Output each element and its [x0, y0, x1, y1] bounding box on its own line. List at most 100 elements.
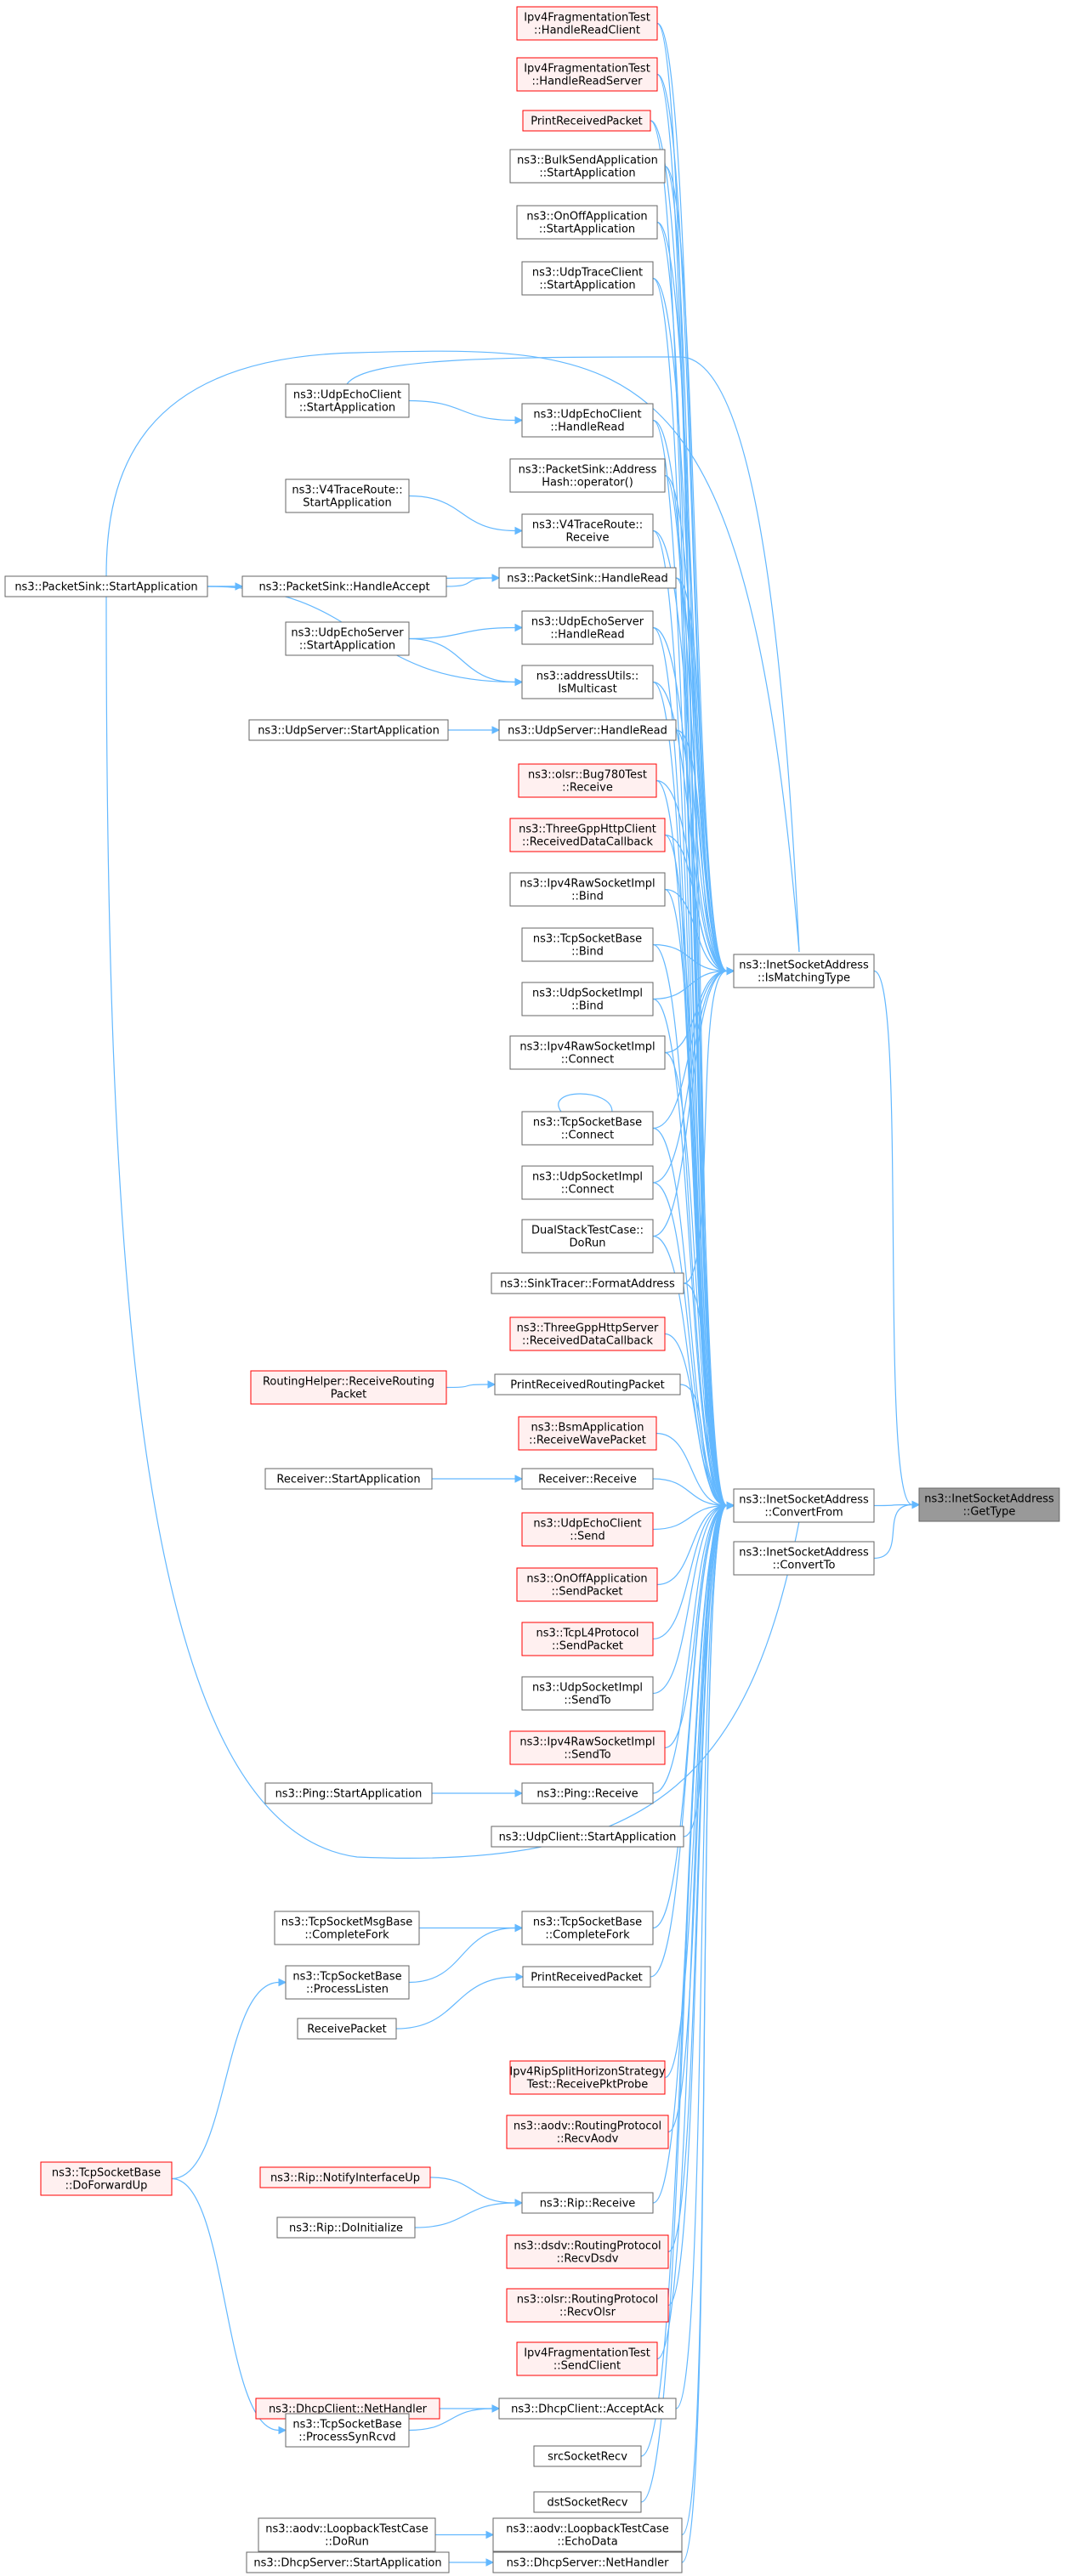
node-udpClientStart[interactable]: ns3::UdpClient::StartApplication — [491, 1826, 684, 1848]
node-bsmApp[interactable]: ns3::BsmApplication::ReceiveWavePacket — [518, 1416, 657, 1451]
edge-arrowhead — [514, 623, 524, 632]
node-dhcpServerStart[interactable]: ns3::DhcpServer::StartApplication — [246, 2551, 450, 2573]
node-label: ::ProcessListen — [306, 1984, 389, 1996]
node-box — [509, 1730, 666, 1765]
edge-arrowhead — [491, 726, 501, 734]
node-v4TraceStart[interactable]: ns3::V4TraceRoute::StartApplication — [285, 478, 410, 513]
node-label: ::ConvertTo — [773, 1560, 836, 1572]
node-box — [40, 2161, 173, 2196]
node-tcpMsgBase[interactable]: ns3::TcpSocketMsgBase::CompleteFork — [274, 1911, 420, 1945]
edge-pktsink-start-ismatching — [105, 350, 800, 953]
node-tcpCompleteFork[interactable]: ns3::TcpSocketBase::CompleteFork — [521, 1911, 654, 1945]
node-label: ::CompleteFork — [545, 1929, 630, 1942]
node-box — [509, 458, 666, 493]
node-label: ns3::UdpSocketImpl — [532, 1171, 643, 1184]
node-pktSinkAccept[interactable]: ns3::PacketSink::HandleAccept — [241, 575, 447, 597]
node-threeGppClient[interactable]: ns3::ThreeGppHttpClient::ReceivedDataCal… — [509, 818, 666, 852]
node-ipv4RawSendTo[interactable]: ns3::Ipv4RawSocketImpl::SendTo — [509, 1730, 666, 1765]
node-dhcpAcceptAck[interactable]: ns3::DhcpClient::AcceptAck — [498, 2398, 677, 2420]
node-sinkTracer[interactable]: ns3::SinkTracer::FormatAddress — [491, 1272, 684, 1294]
node-udpSockConnect[interactable]: ns3::UdpSocketImpl::Connect — [521, 1165, 654, 1200]
node-box — [248, 719, 449, 741]
node-dhcpServerNH[interactable]: ns3::DhcpServer::NetHandler — [492, 2551, 683, 2573]
node-target[interactable]: ns3::InetSocketAddress::GetType — [918, 1487, 1060, 1522]
node-label: ::GetType — [963, 1506, 1016, 1519]
edge-tcpDoForwardUp-tcpProcessListen — [171, 1981, 280, 2180]
node-isMulticast[interactable]: ns3::addressUtils::IsMulticast — [521, 665, 654, 699]
node-printRecvPkt1[interactable]: PrintReceivedPacket — [522, 110, 651, 132]
node-tcpProcessListen[interactable]: ns3::TcpSocketBase::ProcessListen — [285, 1965, 410, 2000]
node-udpEchoClientHR[interactable]: ns3::UdpEchoClient::HandleRead — [521, 403, 654, 438]
edge-udpEchoServerStart-udpEchoServerHR — [408, 626, 516, 640]
node-ipv4RawBind[interactable]: ns3::Ipv4RawSocketImpl::Bind — [509, 872, 666, 907]
node-printRecvRouting[interactable]: PrintReceivedRoutingPacket — [494, 1373, 681, 1396]
node-pingStart[interactable]: ns3::Ping::StartApplication — [264, 1782, 433, 1804]
node-box — [521, 261, 654, 296]
node-label: ::StartApplication — [299, 640, 395, 653]
node-dsdvRecv[interactable]: ns3::dsdv::RoutingProtocol::RecvDsdv — [506, 2234, 669, 2269]
node-dstSocketRecv[interactable]: dstSocketRecv — [533, 2491, 642, 2513]
node-ripNotify[interactable]: ns3::Rip::NotifyInterfaceUp — [259, 2166, 431, 2188]
node-receiverRecv[interactable]: Receiver::Receive — [521, 1468, 654, 1490]
node-udpServerHR[interactable]: ns3::UdpServer::HandleRead — [498, 719, 677, 741]
node-tcpDoForwardUp[interactable]: ns3::TcpSocketBase::DoForwardUp — [40, 2161, 173, 2196]
node-aodvRecv[interactable]: ns3::aodv::RoutingProtocol::RecvAodv — [506, 2115, 669, 2149]
node-udpServerStart[interactable]: ns3::UdpServer::StartApplication — [248, 719, 449, 741]
node-pktSinkRead[interactable]: ns3::PacketSink::HandleRead — [498, 567, 677, 589]
node-ripSplit[interactable]: Ipv4RipSplitHorizonStrategyTest::Receive… — [509, 2060, 666, 2095]
node-aodvLoopEcho[interactable]: ns3::aodv::LoopbackTestCase::EchoData — [492, 2517, 683, 2552]
node-threeGppServer[interactable]: ns3::ThreeGppHttpServer::ReceivedDataCal… — [509, 1316, 666, 1351]
node-udpEchoClientStart[interactable]: ns3::UdpEchoClient::StartApplication — [285, 383, 410, 418]
node-ripRecv[interactable]: ns3::Rip::Receive — [521, 2192, 654, 2214]
node-v4TraceRecv[interactable]: ns3::V4TraceRoute::Receive — [521, 513, 654, 548]
node-udpEchoClientSend[interactable]: ns3::UdpEchoClient::Send — [521, 1512, 654, 1547]
node-fragReadClient[interactable]: Ipv4FragmentationTest::HandleReadClient — [516, 6, 658, 41]
node-olsrRecv[interactable]: ns3::olsr::RoutingProtocol::RecvOlsr — [506, 2288, 669, 2323]
node-udpEchoServerStart[interactable]: ns3::UdpEchoServer::StartApplication — [285, 621, 410, 656]
node-convertto[interactable]: ns3::InetSocketAddress::ConvertTo — [733, 1541, 875, 1576]
node-udpEchoServerHR[interactable]: ns3::UdpEchoServer::HandleRead — [521, 610, 654, 645]
node-onOffStart[interactable]: ns3::OnOffApplication::StartApplication — [516, 205, 658, 240]
node-tcpConnect[interactable]: ns3::TcpSocketBase::Connect — [521, 1111, 654, 1146]
node-tcpBind[interactable]: ns3::TcpSocketBase::Bind — [521, 927, 654, 962]
node-tcpL4Send[interactable]: ns3::TcpL4Protocol::SendPacket — [521, 1622, 654, 1656]
call-nodes: ns3::InetSocketAddress::GetTypens3::Inet… — [4, 6, 1060, 2573]
node-label: ::RecvAodv — [557, 2133, 619, 2146]
node-udpTraceClient[interactable]: ns3::UdpTraceClient::StartApplication — [521, 261, 654, 296]
node-receiverStart[interactable]: Receiver::StartApplication — [264, 1468, 433, 1490]
node-label: ::HandleRead — [550, 422, 624, 434]
node-label: Packet — [331, 1389, 367, 1401]
node-srcSocketRecv[interactable]: srcSocketRecv — [533, 2445, 642, 2467]
node-label: ns3::InetSocketAddress — [739, 960, 869, 972]
edge-arrowhead — [911, 1500, 921, 1509]
node-fragReadServer[interactable]: Ipv4FragmentationTest::HandleReadServer — [516, 57, 658, 92]
node-udpSockSendTo[interactable]: ns3::UdpSocketImpl::SendTo — [521, 1676, 654, 1711]
node-udpSockBind[interactable]: ns3::UdpSocketImpl::Bind — [521, 982, 654, 1016]
node-dualStack[interactable]: DualStackTestCase::DoRun — [521, 1219, 654, 1254]
node-box — [498, 567, 677, 589]
node-olsrBug[interactable]: ns3::olsr::Bug780Test::Receive — [518, 763, 657, 798]
node-pingRecv[interactable]: ns3::Ping::Receive — [521, 1782, 654, 1804]
edge-arrowhead — [514, 416, 524, 425]
edge-tcpProcessListen-tcpCompleteFork — [408, 1927, 516, 1984]
node-label: ::IsMatchingType — [758, 972, 850, 985]
node-fragSendClient[interactable]: Ipv4FragmentationTest::SendClient — [516, 2341, 658, 2376]
node-label: ns3::TcpSocketBase — [292, 2419, 401, 2432]
node-pktSinkStart[interactable]: ns3::PacketSink::StartApplication — [4, 575, 208, 597]
node-convertfrom[interactable]: ns3::InetSocketAddress::ConvertFrom — [733, 1488, 875, 1523]
node-onOffSend[interactable]: ns3::OnOffApplication::SendPacket — [516, 1567, 658, 1602]
node-aodvLoopDoRun[interactable]: ns3::aodv::LoopbackTestCase::DoRun — [258, 2517, 436, 2552]
node-bulkSend[interactable]: ns3::BulkSendApplication::StartApplicati… — [509, 149, 666, 184]
node-ipv4RawConnect[interactable]: ns3::Ipv4RawSocketImpl::Connect — [509, 1035, 666, 1070]
node-printRecvPkt2[interactable]: PrintReceivedPacket — [522, 1966, 651, 1988]
node-ripDoInit[interactable]: ns3::Rip::DoInitialize — [276, 2216, 416, 2239]
node-label: ns3::UdpSocketImpl — [532, 988, 643, 1000]
node-tcpSynRcvd[interactable]: ns3::TcpSocketBase::ProcessSynRcvd — [285, 2413, 410, 2448]
edge-arrowhead — [514, 2199, 524, 2207]
node-ismatching[interactable]: ns3::InetSocketAddress::IsMatchingType — [733, 954, 875, 988]
node-receivePacket[interactable]: ReceivePacket — [297, 2018, 397, 2040]
node-label: ns3::DhcpServer::NetHandler — [507, 2557, 670, 2570]
node-label: Receiver::Receive — [538, 1474, 637, 1486]
